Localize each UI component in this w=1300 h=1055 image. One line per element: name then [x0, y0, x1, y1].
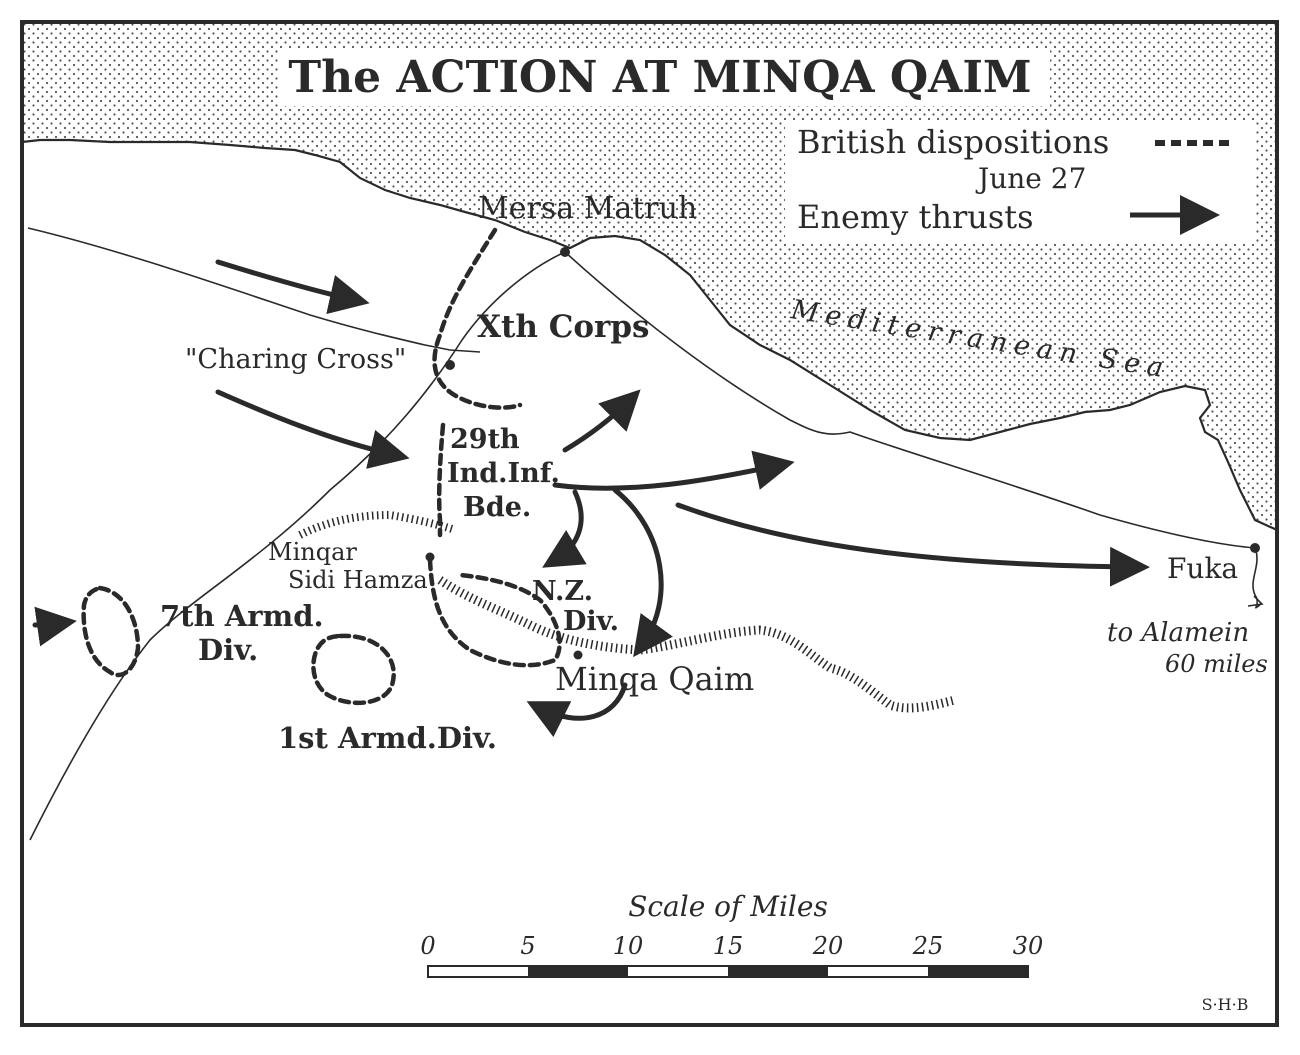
label-fuka: Fuka [1167, 552, 1238, 585]
label-mersa-matruh: Mersa Matruh [478, 191, 697, 226]
fuka-dot [1250, 543, 1260, 553]
scale-title: Scale of Miles [628, 890, 828, 923]
scale-ticks: 0 5 10 15 20 25 30 [420, 932, 1043, 960]
scale-tick-label: 5 [520, 932, 535, 960]
minqa-qaim-dot [573, 650, 583, 660]
place-markers [425, 247, 1260, 660]
road-network [27, 227, 1261, 841]
thrust-arrow-west [32, 606, 77, 647]
label-armd7-1: 7th Armd. [160, 599, 324, 633]
coast-road [564, 251, 1256, 549]
thrust-arrow-fuka [675, 502, 1150, 587]
label-ind-bde-2: Ind.Inf. [447, 458, 560, 489]
escarpment-group [298, 510, 957, 713]
scale-tick-label: 15 [713, 932, 744, 960]
inland-track [29, 251, 566, 841]
legend-british-label: British dispositions [797, 123, 1109, 161]
escarpment-north [298, 510, 457, 539]
escarpment-south [437, 576, 957, 713]
coastline [22, 138, 1277, 532]
thrust-arrow-xcorps [562, 389, 641, 453]
scale-tick-label: 10 [613, 932, 644, 960]
label-armd1: 1st Armd.Div. [278, 721, 497, 755]
label-minqa-qaim: Minqa Qaim [555, 660, 754, 698]
legend-british-date: June 27 [975, 162, 1086, 195]
scale-tick-label: 25 [912, 932, 944, 960]
label-ind-bde-3: Bde. [463, 492, 531, 523]
scale-tick-label: 0 [420, 932, 435, 960]
british-dispositions [81, 227, 562, 706]
label-sidi-hamza: Sidi Hamza [288, 566, 428, 594]
label-to-alamein: to Alamein [1107, 618, 1249, 648]
armd1-outline [311, 633, 396, 706]
scale-tick-label: 30 [1013, 932, 1044, 960]
label-charing-cross: "Charing Cross" [185, 344, 406, 375]
minqar-dot [425, 552, 435, 562]
label-alamein-distance: 60 miles [1165, 650, 1268, 678]
fuka-road [1252, 547, 1261, 609]
scale-bar: Scale of Miles 0 5 10 15 20 25 30 [420, 890, 1043, 978]
mersa-matruh-dot [560, 247, 570, 257]
charing-cross-dot [445, 360, 455, 370]
legend-enemy-label: Enemy thrusts [797, 198, 1034, 236]
scale-tick-label: 20 [812, 932, 844, 960]
road-west-track [27, 227, 481, 353]
fuka-arrow-icon [1247, 595, 1264, 607]
thrust-arrow-minqa [612, 487, 673, 658]
nz-div-line [427, 557, 562, 668]
thrust-arrow-nz [542, 489, 587, 568]
label-minqar: Minqar [268, 538, 357, 566]
scale-seg-2 [528, 966, 628, 977]
enemy-thrusts [32, 259, 1150, 738]
map-signature: S·H·B [1202, 995, 1249, 1014]
thrust-arrow-north [215, 259, 370, 315]
label-x-corps: Xth Corps [477, 309, 650, 345]
scale-seg-6 [928, 966, 1028, 977]
thrust-arrow-armd1 [526, 682, 628, 738]
label-nz-1: N.Z. [532, 576, 593, 607]
label-armd7-2: Div. [198, 633, 258, 667]
scale-seg-4 [728, 966, 828, 977]
label-ind-bde-1: 29th [450, 424, 520, 455]
map-border [20, 20, 1279, 1027]
label-nz-2: Div. [563, 606, 619, 637]
thrust-arrow-charing [215, 389, 410, 469]
x-corps-line [432, 227, 523, 410]
thrust-arrow-east [552, 450, 795, 491]
map-title: The ACTION AT MINQA QAIM [288, 52, 1031, 103]
ind-bde-line [436, 422, 446, 538]
armd7-outline [81, 585, 141, 678]
legend: British dispositions June 27 Enemy thrus… [797, 123, 1235, 236]
